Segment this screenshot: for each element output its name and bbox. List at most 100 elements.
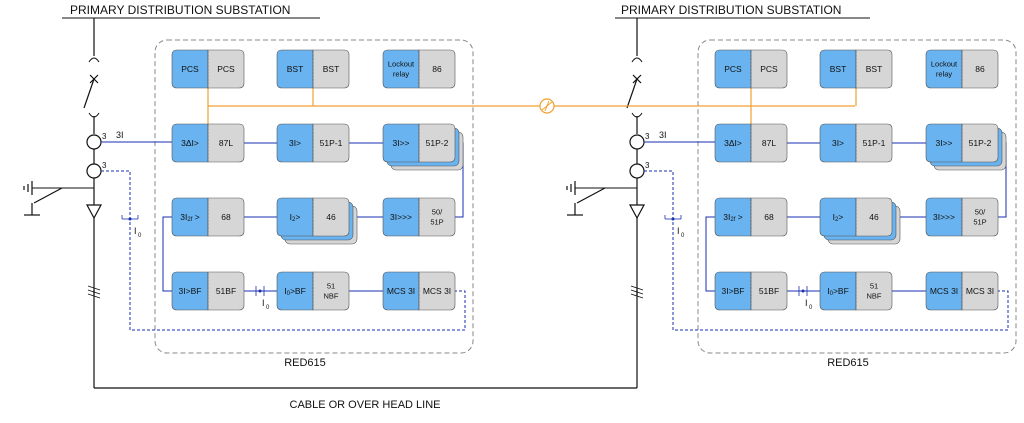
block-51p2-code	[961, 123, 999, 163]
block-51p2-right-text: 51P-2	[426, 138, 449, 148]
earth-blade	[33, 187, 63, 204]
block-5051-left-text: 3I>>>	[933, 212, 955, 222]
block-pcs-code	[207, 49, 245, 89]
block-pcs-left-text: PCS	[724, 64, 742, 74]
block-51p1: 3I> 51P-1	[276, 123, 350, 163]
cable-termination	[628, 204, 646, 220]
relay-enclosure	[697, 39, 1017, 354]
block-lock-right-text: 86	[975, 64, 985, 74]
block-68-code	[750, 197, 788, 237]
residual-wire	[101, 170, 131, 212]
block-51p2: 3I>>51P-2	[925, 123, 1007, 171]
block-pcs: PCS PCS	[714, 49, 788, 89]
station-title-right: PRIMARY DISTRIBUTION SUBSTATION	[621, 3, 841, 17]
block-pcs-right-text: PCS	[760, 64, 778, 74]
block-mcs-right-text: MCS 3I	[966, 286, 994, 296]
block-51bf-right-text: 51BF	[216, 286, 236, 296]
junction-dot	[801, 289, 805, 293]
block-lock-code	[418, 49, 456, 89]
block-46-function	[819, 197, 857, 237]
block-51p2-code	[418, 123, 456, 163]
block-51bf-left-text: 3I>BF	[722, 286, 745, 296]
block-51p1-right-text: 51P-1	[863, 138, 886, 148]
current-label: 3I	[116, 130, 124, 140]
ct-count: 3	[102, 132, 107, 141]
junction-dot	[258, 289, 262, 293]
block-mcs-code	[961, 271, 999, 311]
wire-68-51bf	[705, 216, 715, 292]
earth-switch-icon	[23, 181, 94, 216]
earth-switch-icon	[566, 181, 637, 216]
cable-termination	[85, 204, 103, 220]
residual-return	[672, 212, 1009, 331]
block-lock-left-text: relay	[936, 70, 953, 79]
block-46-code	[855, 197, 893, 237]
station-title-left: PRIMARY DISTRIBUTION SUBSTATION	[70, 3, 290, 17]
block-bst-function	[276, 49, 314, 89]
block-68-left-text: 3I2f >	[180, 212, 199, 223]
block-bst-function	[819, 49, 857, 89]
block-pcs-function	[714, 49, 752, 89]
block-pcs-right-text: PCS	[217, 64, 235, 74]
ct-residual	[86, 163, 102, 179]
block-46: I2>46	[819, 197, 901, 245]
block-51nbf-right-text: NBF	[867, 292, 882, 301]
block-87l: 3ΔI>87L	[171, 123, 245, 163]
current-label: 3I	[659, 130, 667, 140]
block-5051-right-text: 50/	[432, 208, 443, 217]
earth-blade	[576, 187, 606, 204]
block-lock-left-text: Lockout	[388, 60, 415, 69]
breaker-blade	[626, 78, 638, 109]
block-68-function	[171, 197, 209, 237]
block-68: 3I2f >68	[171, 197, 245, 237]
block-87l-code	[207, 123, 245, 163]
block-68-left-text: 3I2f >	[723, 212, 742, 223]
residual-wire	[644, 170, 674, 212]
block-5051-code	[961, 197, 999, 237]
block-51p1-right-text: 51P-1	[320, 138, 343, 148]
block-46-code	[312, 197, 350, 237]
block-51nbf-left-text: I0>BF	[827, 286, 849, 297]
block-68-right-text: 68	[764, 212, 774, 222]
block-5051: 3I>>>50/51P	[925, 197, 999, 237]
block-51nbf-right-text: 51	[327, 282, 335, 291]
block-lock-left-text: relay	[393, 70, 410, 79]
block-mcs-left-text: MCS 3I	[387, 286, 415, 296]
block-51p2-left-text: 3I>>	[392, 138, 409, 148]
block-51p1-function	[276, 123, 314, 163]
block-46-right-text: 46	[326, 212, 336, 222]
block-mcs-code	[418, 271, 456, 311]
block-bst-right-text: BST	[323, 64, 340, 74]
i0-label-sub: 0	[809, 305, 813, 311]
block-5051: 3I>>> 50/51P	[382, 197, 456, 237]
residual-return	[129, 212, 466, 331]
block-51nbf-right-text: NBF	[324, 292, 339, 301]
breaker-blade	[83, 78, 95, 109]
block-lock-left-text: Lockout	[931, 60, 958, 69]
block-51p1: 3I>51P-1	[819, 123, 893, 163]
block-bst-code	[312, 49, 350, 89]
ct-count: 3	[645, 132, 650, 141]
block-51p1-function	[819, 123, 857, 163]
block-5051-left-text: 3I>>>	[390, 212, 412, 222]
block-lock-function	[382, 49, 420, 89]
block-mcs-left-text: MCS 3I	[930, 286, 958, 296]
residual-label: I	[677, 226, 680, 236]
block-5051-right-text: 51P	[430, 218, 443, 227]
contact-top	[631, 57, 643, 63]
contact-top	[88, 57, 100, 63]
ct-phase	[86, 134, 102, 150]
block-51bf-code	[207, 271, 245, 311]
relay-enclosure	[154, 39, 474, 354]
block-51p1-code	[855, 123, 893, 163]
block-5051-code	[418, 197, 456, 237]
block-51p1-left-text: 3I>	[289, 138, 301, 148]
